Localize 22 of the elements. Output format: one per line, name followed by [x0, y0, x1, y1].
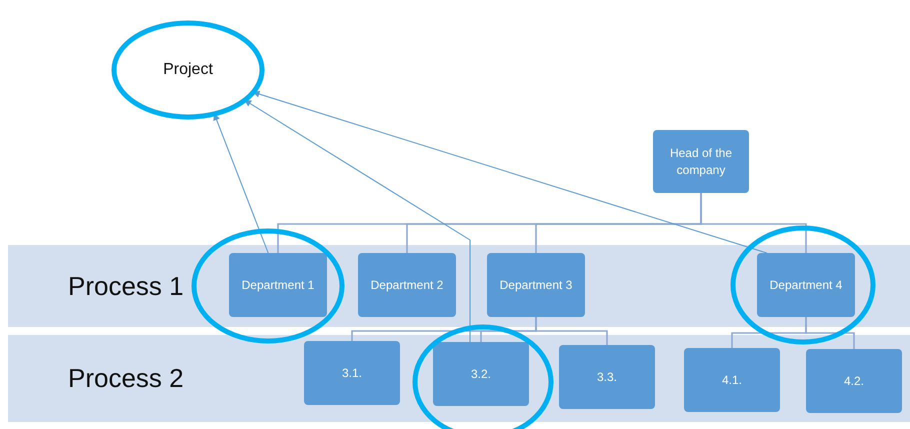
process-band	[8, 245, 910, 327]
arrow	[244, 100, 470, 342]
process-label: Process 2	[68, 363, 184, 394]
process-label: Process 1	[68, 270, 184, 302]
connector-line	[535, 317, 608, 345]
org-box: Department 1	[229, 253, 327, 317]
arrow	[252, 90, 768, 254]
project-ellipse	[111, 20, 265, 120]
org-box: 3.2.	[433, 342, 529, 406]
org-box: Head of the company	[653, 130, 749, 193]
org-box: 4.2.	[806, 349, 902, 413]
org-box: 3.1.	[304, 341, 400, 405]
org-box: Department 3	[487, 253, 585, 317]
project-label: Project	[163, 61, 213, 79]
org-box: 4.1.	[684, 348, 780, 412]
arrow	[213, 113, 269, 254]
process-band	[8, 335, 910, 422]
connector-line	[805, 317, 855, 349]
org-box: Department 4	[757, 253, 855, 317]
org-box: 3.3.	[559, 345, 655, 409]
connector-line	[700, 193, 807, 253]
org-box: Department 2	[358, 253, 456, 317]
